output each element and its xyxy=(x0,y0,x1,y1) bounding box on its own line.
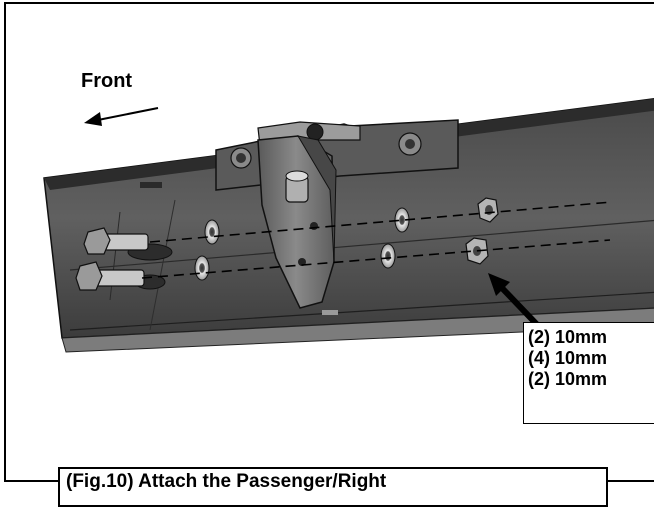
hardware-list-item: (2) 10mm xyxy=(528,369,608,389)
washer xyxy=(204,219,220,245)
washer xyxy=(380,243,396,269)
washers xyxy=(194,207,410,281)
front-label: Front xyxy=(81,70,133,92)
bolt-lower xyxy=(75,261,145,291)
hardware-list-item: (4) 10mm xyxy=(528,348,608,368)
washer xyxy=(194,255,210,281)
figure-caption-box: (Fig.10) Attach the Passenger/Right xyxy=(58,467,608,507)
assembly-lines xyxy=(141,201,613,279)
bolts xyxy=(75,227,149,291)
figure-caption: (Fig.10) Attach the Passenger/Right xyxy=(66,471,387,492)
front-direction-arrow xyxy=(84,107,159,126)
rail-channel xyxy=(43,98,654,353)
bolt-upper xyxy=(83,227,149,255)
hardware-list-box: (2) 10mm (4) 10mm (2) 10mm xyxy=(523,322,654,424)
rail-assembly-drawing xyxy=(43,98,654,353)
hardware-list-item: (2) 10mm xyxy=(528,327,608,347)
